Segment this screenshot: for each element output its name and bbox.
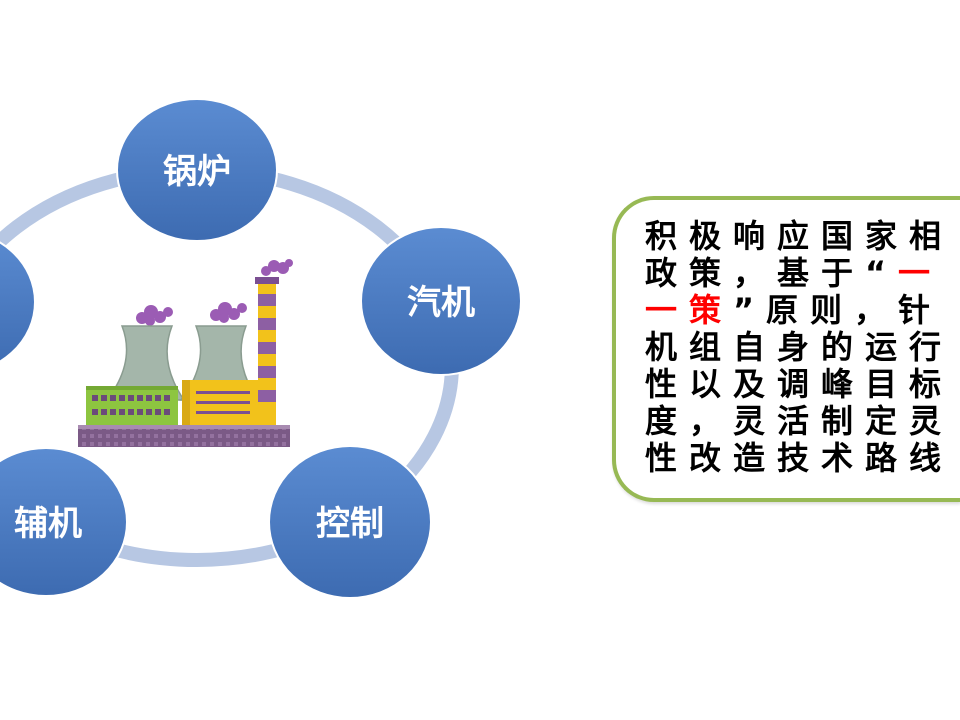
node-label: 汽机 — [407, 283, 475, 323]
node-label: 控制 — [316, 504, 384, 544]
node-label: 锅炉 — [163, 152, 231, 192]
callout-line: 性改造技术路线 — [645, 440, 960, 477]
callout-text-segment: ”原则，针 — [733, 292, 943, 329]
callout-line: 一策”原则，针 — [645, 292, 960, 329]
callout-text-segment: 政策，基于“ — [645, 255, 899, 292]
node-boiler: 锅炉 — [116, 98, 278, 242]
node-label: 辅机 — [14, 504, 82, 544]
smoke-puff — [210, 302, 247, 323]
callout-line: 积极响应国家相 — [645, 218, 960, 255]
callout-highlight-text: 一策 — [645, 292, 734, 329]
power-plant-icon — [78, 259, 293, 447]
callout-line: 性以及调峰目标 — [645, 366, 960, 403]
node-turbine: 汽机 — [360, 226, 522, 376]
callout-line: 政策，基于“一 — [645, 255, 960, 292]
callout-text-segment: 性以及调峰目标 — [645, 366, 954, 403]
callout-box: 积极响应国家相 政策，基于“一 一策”原则，针 机组自身的运行 性以及调峰目标 … — [612, 196, 960, 502]
smoke-puff — [136, 305, 173, 326]
callout-line: 机组自身的运行 — [645, 329, 960, 366]
node-auxiliary: 辅机 — [0, 447, 128, 597]
plant-building — [182, 380, 258, 426]
callout-text: 积极响应国家相 政策，基于“一 一策”原则，针 机组自身的运行 性以及调峰目标 … — [645, 218, 960, 477]
callout-text-segment: 度，灵活制定灵 — [645, 403, 954, 440]
node-partial-left — [0, 241, 36, 363]
node-control: 控制 — [268, 445, 432, 599]
callout-text-segment: 性改造技术路线 — [645, 440, 954, 477]
plant-base — [78, 425, 290, 447]
cycle-diagram: 锅炉 汽机 控制 辅机 — [0, 98, 522, 599]
chimney — [255, 277, 279, 425]
callout-text-segment: 积极响应国家相 — [645, 218, 954, 255]
callout-highlight-text: 一 — [898, 255, 943, 292]
callout-text-segment: 机组自身的运行 — [645, 329, 954, 366]
smoke-puff — [261, 259, 293, 276]
plant-building — [86, 386, 178, 426]
callout-line: 度，灵活制定灵 — [645, 403, 960, 440]
